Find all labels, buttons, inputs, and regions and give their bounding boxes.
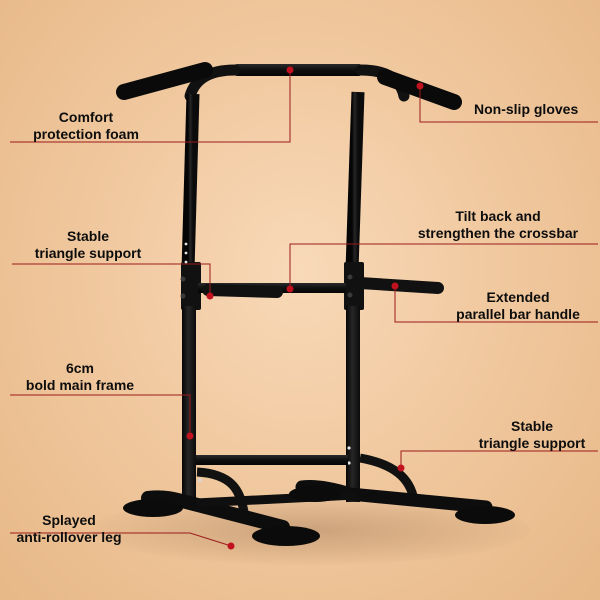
tilt-back-line2: strengthen the crossbar: [417, 225, 579, 241]
gloves-callout-dot: [416, 82, 424, 90]
non-slip-gloves-line1: Non-slip gloves: [474, 101, 579, 117]
foam-callout-line: [10, 72, 291, 143]
splayed-leg-label: Splayed anti-rollover leg: [4, 512, 134, 546]
right-height-sleeve: [344, 262, 364, 310]
left-foam-grip: [116, 62, 213, 100]
extended-handle-label: Extended parallel bar handle: [440, 289, 596, 323]
right-dip-handle: [354, 277, 444, 294]
rear-left-foot: [252, 526, 320, 546]
handle-callout-dot: [391, 282, 399, 290]
triangle-bottom-callout-dot: [397, 464, 405, 472]
tilt-back-line1: Tilt back and: [455, 208, 541, 224]
stable-triangle-bottom-line2: triangle support: [478, 435, 586, 451]
stable-triangle-bottom-label: Stable triangle support: [466, 418, 598, 452]
left-base-leg: [141, 490, 290, 534]
comfort-foam-label: Comfort protection foam: [16, 109, 156, 143]
front-right-foot: [289, 486, 341, 502]
bold-frame-line1: 6cm: [65, 360, 95, 376]
left-upright: [180, 93, 202, 504]
triangle-top-callout-line: [12, 263, 211, 294]
bold-frame-label: 6cm bold main frame: [12, 360, 148, 394]
base: [123, 480, 515, 546]
tilt-back-label: Tilt back and strengthen the crossbar: [400, 208, 596, 242]
non-slip-gloves-label: Non-slip gloves: [474, 101, 578, 118]
left-dip-handle: [202, 284, 283, 298]
leg-callout-dot: [227, 542, 235, 550]
lower-crossbar: [196, 455, 348, 465]
stable-triangle-top-label: Stable triangle support: [18, 228, 158, 262]
handle-callout-line: [394, 286, 598, 323]
stable-triangle-top-line2: triangle support: [34, 245, 142, 261]
stable-triangle-top-line1: Stable: [66, 228, 109, 244]
dip-station: [198, 277, 444, 298]
tilt-back-callout-dot: [286, 285, 294, 293]
frame-callout-line: [10, 394, 191, 434]
bold-frame-line2: bold main frame: [25, 377, 135, 393]
triangle-bottom-callout-line: [400, 450, 598, 466]
top-pullup-bar: [116, 62, 462, 110]
foam-callout-dot: [286, 66, 294, 74]
front-left-foot: [123, 499, 183, 517]
triangle-top-callout-dot: [206, 292, 214, 300]
right-upright: [344, 91, 365, 502]
comfort-foam-line1: Comfort: [58, 109, 114, 125]
left-height-sleeve: [181, 262, 201, 310]
leg-callout-line: [10, 532, 229, 546]
splayed-leg-line2: anti-rollover leg: [16, 529, 122, 545]
stable-triangle-bottom-line1: Stable: [510, 418, 553, 434]
comfort-foam-line2: protection foam: [33, 126, 139, 142]
splayed-leg-line1: Splayed: [42, 512, 96, 528]
top-crossbar: [235, 64, 361, 76]
tilt-back-callout-line: [289, 243, 598, 288]
extended-handle-line2: parallel bar handle: [456, 306, 580, 322]
rear-right-foot: [455, 506, 515, 524]
extended-handle-line1: Extended: [486, 289, 550, 305]
left-triangle-brace: [196, 467, 249, 513]
frame-callout-dot: [186, 432, 194, 440]
gloves-callout-line: [419, 88, 598, 123]
